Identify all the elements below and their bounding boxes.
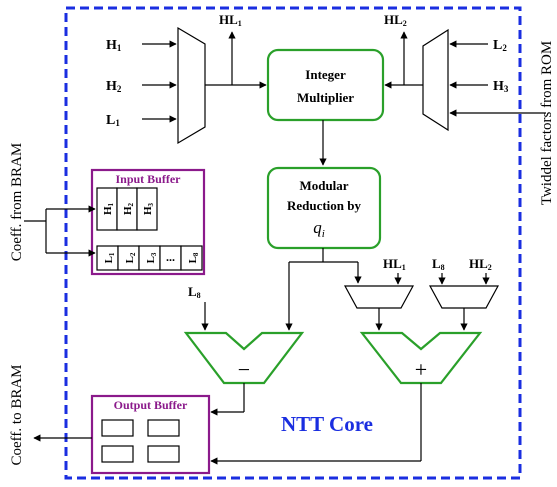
input-buffer-cell-l3-label: L3 <box>145 252 158 263</box>
input-h1-label: H1 <box>106 38 122 53</box>
hl2-top-label: HL2 <box>384 12 407 28</box>
input-h2-label: H2 <box>106 79 122 94</box>
middle-mux-a <box>343 285 415 309</box>
coeff-to-bram-label: Coeff. to BRAM <box>9 365 25 466</box>
reduction-line2: Reduction by <box>287 198 362 213</box>
ntt-core-boundary <box>64 6 522 480</box>
middle-mux-b <box>428 285 500 309</box>
l8-sub-label: L8 <box>188 284 201 300</box>
input-buffer-cell-l8-label: L8 <box>187 252 200 263</box>
l8-mid-label: L8 <box>432 256 445 272</box>
add-sign: + <box>415 357 427 382</box>
subtract-sign: − <box>238 357 250 382</box>
input-buffer-cell-l1-label: L1 <box>103 252 116 263</box>
output-buffer-slot-3 <box>101 445 134 463</box>
output-buffer-title: Output Buffer <box>114 398 188 412</box>
input-buffer-cell-ellipsis-label: ... <box>166 250 175 264</box>
input-buffer-cell-l8 <box>180 245 203 271</box>
input-buffer-cell-h3-label: H3 <box>142 202 155 215</box>
modular-reduction-block <box>266 166 382 250</box>
input-buffer-cell-h3 <box>136 187 158 231</box>
multiplier-line2: Multiplier <box>297 90 354 105</box>
input-buffer-cell-l2-label: L2 <box>124 252 137 263</box>
subtractor-unit <box>183 331 305 385</box>
hl1-top-label: HL1 <box>219 12 242 28</box>
input-l1-label: L1 <box>106 113 120 128</box>
output-buffer-slot-2 <box>147 419 180 437</box>
ntt-core-label: NTT Core <box>281 412 373 436</box>
left-input-mux <box>177 26 206 145</box>
twiddle-factors-label: Twiddel factors from ROM <box>539 41 555 205</box>
input-buffer-title: Input Buffer <box>115 172 181 186</box>
hl2-mid-label: HL2 <box>469 256 492 272</box>
multiplier-line1: Integer <box>305 67 346 82</box>
adder-unit <box>359 331 483 385</box>
reduction-line1: Modular <box>299 178 348 193</box>
input-h3-label: H3 <box>493 79 509 94</box>
right-input-mux <box>422 28 449 132</box>
reduction-modulus: qi <box>313 218 325 240</box>
output-buffer-slot-4 <box>147 445 180 463</box>
coeff-from-bram-label: Coeff. from BRAM <box>9 143 25 261</box>
input-l2-label: L2 <box>493 38 507 53</box>
hl1-mid-label: HL1 <box>383 256 406 272</box>
input-buffer-cell-h2-label: H2 <box>122 202 135 215</box>
integer-multiplier-block <box>266 48 385 122</box>
output-buffer-slot-1 <box>101 419 134 437</box>
input-buffer-cell-h1-label: H1 <box>102 202 115 215</box>
